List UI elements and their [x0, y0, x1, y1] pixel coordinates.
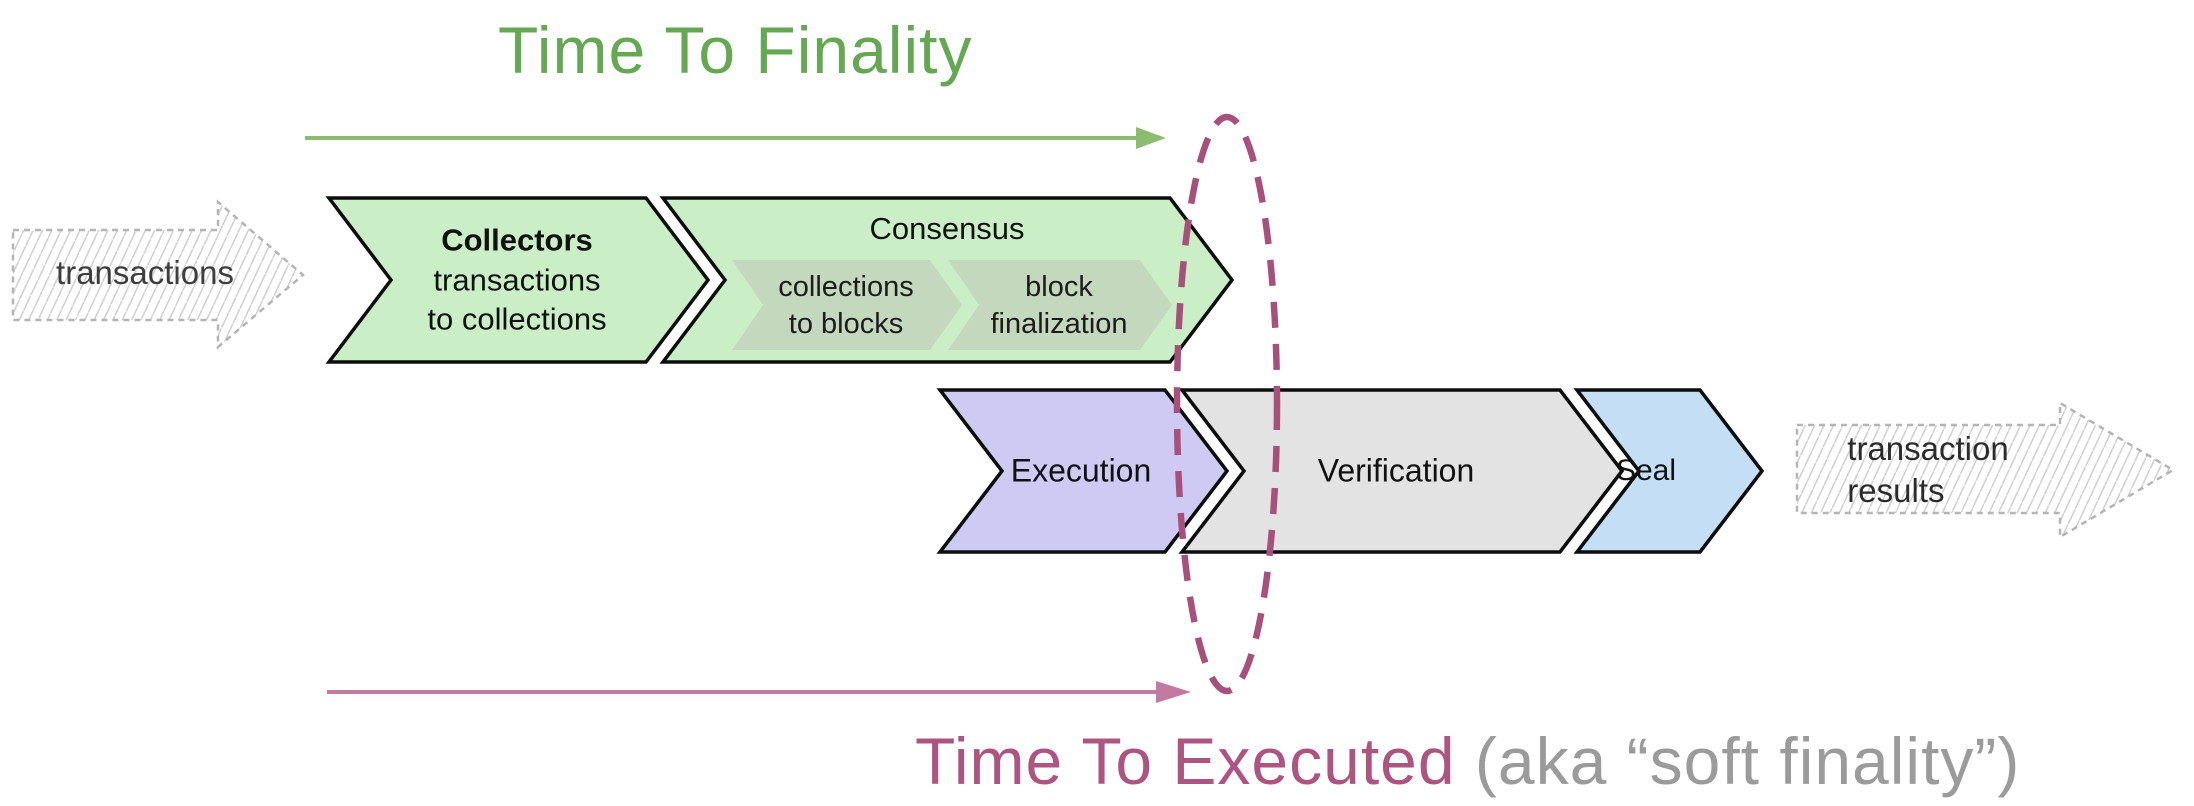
seal-title: Seal	[1615, 453, 1677, 487]
collectors-stage-shape	[325, 196, 711, 364]
transactions-input-arrow-icon	[11, 199, 305, 350]
verification-stage-shape	[1178, 388, 1625, 554]
soft-finality-boundary-ellipse	[1173, 113, 1281, 695]
collectors-stage-label: Collectors transactions to collections	[427, 220, 606, 339]
execution-title: Execution	[1010, 452, 1152, 489]
verification-title: Verification	[1317, 452, 1475, 489]
output-label-line1: transaction	[1847, 429, 2009, 467]
execution-stage-shape	[936, 388, 1230, 554]
time-to-executed-highlight: Time To Executed	[915, 724, 1456, 798]
time-to-executed-title: Time To Executed (aka “soft finality”)	[915, 724, 2021, 798]
collectors-subtitle-line2: to collections	[427, 301, 607, 337]
substage2-line1: block	[1025, 270, 1093, 303]
substage1-line2: to blocks	[788, 308, 904, 340]
transaction-results-output-label: transaction results	[1847, 428, 2008, 512]
block-finalization-substage-shape	[948, 260, 1172, 350]
collectors-subtitle-line1: transactions	[433, 262, 601, 298]
soft-finality-suffix: (aka “soft finality”)	[1455, 724, 2021, 798]
collections-to-blocks-label: collections to blocks	[778, 269, 913, 343]
time-to-finality-arrow-icon	[305, 127, 1166, 149]
consensus-title: Consensus	[869, 211, 1025, 247]
time-to-finality-title: Time To Finality	[498, 13, 973, 87]
collections-to-blocks-substage-shape	[732, 260, 962, 350]
collectors-title: Collectors	[441, 222, 593, 258]
transactions-input-label: transactions	[56, 253, 234, 291]
substage1-line1: collections	[778, 270, 914, 303]
time-to-executed-arrow-icon	[327, 681, 1191, 703]
transaction-results-output-arrow-icon	[1795, 400, 2176, 540]
block-finalization-label: block finalization	[990, 269, 1127, 343]
output-label-line2: results	[1847, 472, 1945, 509]
substage2-line2: finalization	[990, 308, 1128, 340]
seal-stage-shape	[1573, 388, 1765, 554]
